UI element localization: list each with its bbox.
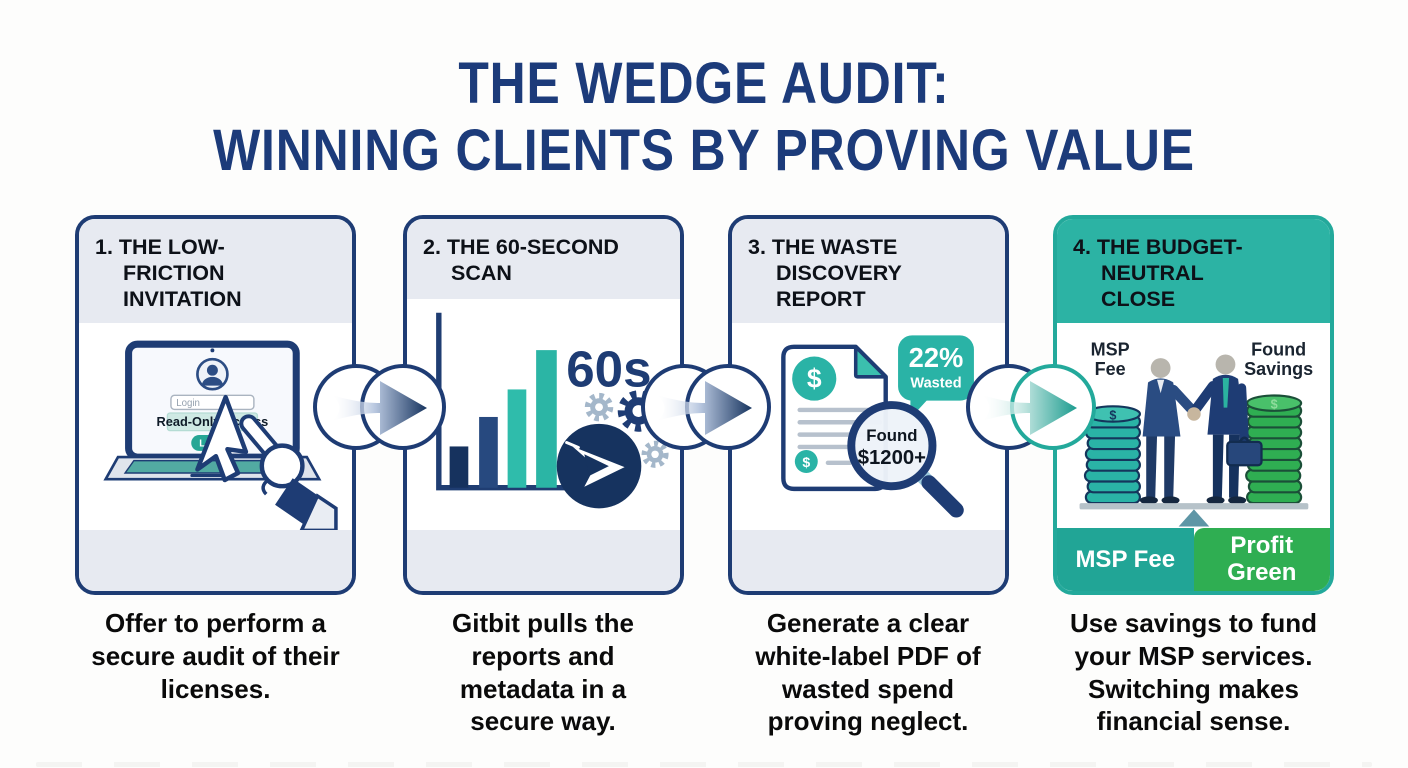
found-line1: Found xyxy=(866,426,917,445)
gear-small-icon xyxy=(584,392,614,422)
balance-beam xyxy=(1079,502,1309,510)
balance-fulcrum xyxy=(1178,509,1210,527)
step-4-panel: 4. THE BUDGET-NEUTRAL CLOSE MSP Fee Foun… xyxy=(1053,215,1334,595)
footer-profit-line2: Green xyxy=(1227,558,1297,586)
msp-fee-label: MSP Fee xyxy=(1091,339,1130,379)
step-2-caption: Gitbit pulls the reports and metadata in… xyxy=(452,608,634,737)
dollar-small-circle-icon: $ xyxy=(794,449,818,473)
step-2-illustration: 60s xyxy=(407,299,680,530)
handshake-balance-illustration: MSP Fee Found Savings $ xyxy=(1079,339,1313,527)
step-4-illustration: MSP Fee Found Savings $ xyxy=(1057,322,1330,528)
step-1-panel: 1. THE LOW-FRICTION INVITATION Login Rea… xyxy=(75,215,356,595)
page-title-line1: THE WEDGE AUDIT: xyxy=(458,51,950,116)
svg-text:MSP: MSP xyxy=(1091,339,1130,359)
bar-2 xyxy=(479,416,498,488)
svg-text:Savings: Savings xyxy=(1244,359,1313,379)
step-1-header: 1. THE LOW-FRICTION INVITATION xyxy=(79,219,352,323)
svg-text:Fee: Fee xyxy=(1095,359,1126,379)
wasted-percent: 22% xyxy=(909,342,964,373)
bar-1 xyxy=(449,446,469,488)
chart-axes xyxy=(436,312,581,491)
svg-text:$: $ xyxy=(1271,397,1278,411)
laptop-camera-dot xyxy=(210,348,215,352)
step-2-footer-band xyxy=(407,530,680,591)
found-savings-label: Found Savings xyxy=(1244,339,1313,379)
login-input: Login xyxy=(170,394,255,410)
scan-chart-illustration: 60s xyxy=(436,312,669,509)
page-title-line2: WINNING CLIENTS BY PROVING VALUE xyxy=(213,118,1195,184)
footer-profit-line1: Profit xyxy=(1230,532,1294,560)
magnifier-icon: Found $1200+ xyxy=(847,400,964,518)
step-3-heading: 3. THE WASTE DISCOVERY REPORT xyxy=(748,235,902,312)
cursor-arrow-icon xyxy=(195,394,249,482)
flow-arrow-2-icon xyxy=(657,381,752,435)
gear-small-2-icon xyxy=(641,440,669,468)
step-3-footer-band xyxy=(732,530,1005,591)
svg-text:$: $ xyxy=(807,363,822,393)
step-2-panel: 2. THE 60-SECOND SCAN 60s xyxy=(403,215,684,595)
laptop-login-illustration: Login Read-Only Access Login xyxy=(103,340,338,530)
step-4-caption: Use savings to fund your MSP services. S… xyxy=(1069,608,1318,737)
footer-profit-green-box: Profit Green xyxy=(1193,528,1330,591)
briefcase-icon xyxy=(1226,436,1263,467)
gitbit-logo-icon xyxy=(556,423,642,509)
document-fold-corner xyxy=(853,344,888,379)
found-line2: $1200+ xyxy=(858,447,926,469)
step-1-caption: Offer to perform a secure audit of their… xyxy=(91,608,340,704)
step-4-header: 4. THE BUDGET-NEUTRAL CLOSE xyxy=(1057,219,1330,323)
dollar-circle-icon: $ xyxy=(792,356,837,401)
login-input-placeholder: Login xyxy=(176,398,200,409)
svg-text:Found: Found xyxy=(1251,339,1306,359)
step-3-header: 3. THE WASTE DISCOVERY REPORT xyxy=(732,219,1005,323)
step-3-illustration: $ $ 22% Wasted xyxy=(732,322,1005,530)
svg-text:$: $ xyxy=(1109,408,1116,422)
bar-3 xyxy=(507,389,527,488)
step-3-caption: Generate a clear white-label PDF of wast… xyxy=(755,608,981,737)
step-4-footer: MSP Fee Profit Green xyxy=(1057,528,1330,591)
handshake-hands xyxy=(1187,406,1201,421)
page-title: THE WEDGE AUDIT: WINNING CLIENTS BY PROV… xyxy=(0,50,1408,185)
step-1-footer-band xyxy=(79,530,352,591)
wasted-badge: 22% Wasted xyxy=(898,335,974,418)
wasted-label: Wasted xyxy=(910,375,961,391)
step-2-heading: 2. THE 60-SECOND SCAN xyxy=(423,235,619,286)
flow-arrow-1-icon xyxy=(332,381,427,435)
bar-4 xyxy=(536,350,557,488)
step-2-header: 2. THE 60-SECOND SCAN xyxy=(407,219,680,299)
step-4-heading: 4. THE BUDGET-NEUTRAL CLOSE xyxy=(1073,235,1243,312)
step-1-illustration: Login Read-Only Access Login xyxy=(79,322,352,530)
step-3-panel: 3. THE WASTE DISCOVERY REPORT $ $ xyxy=(728,215,1009,595)
cropped-footer-text xyxy=(36,762,1372,767)
businessman-left xyxy=(1139,357,1200,505)
flow-arrow-3-icon xyxy=(982,381,1077,435)
duration-label: 60s xyxy=(566,340,651,397)
waste-report-illustration: $ $ 22% Wasted xyxy=(781,335,974,518)
footer-msp-fee-box: MSP Fee xyxy=(1057,528,1194,591)
avatar-icon xyxy=(196,357,229,391)
click-hand-icon xyxy=(239,413,338,530)
svg-text:$: $ xyxy=(802,453,810,469)
step-1-heading: 1. THE LOW-FRICTION INVITATION xyxy=(95,235,242,312)
